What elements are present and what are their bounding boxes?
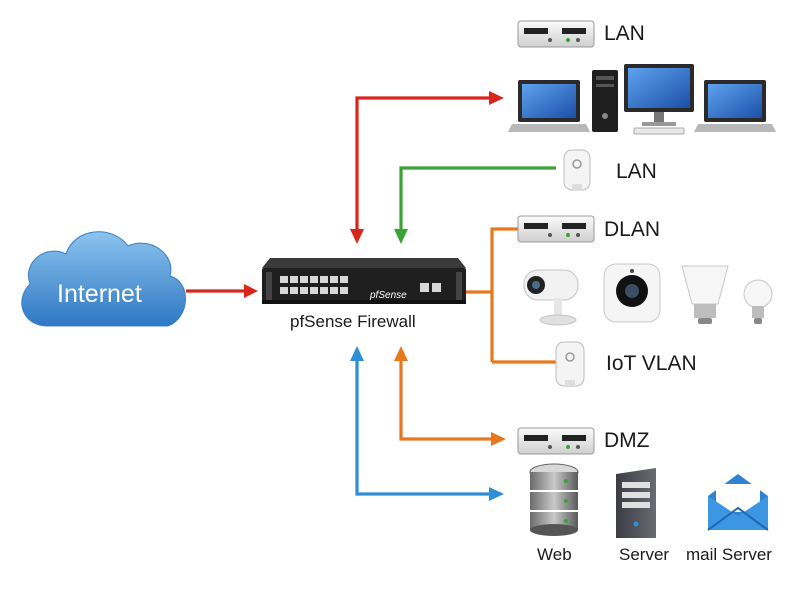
dmz-link-arrow-up bbox=[394, 346, 408, 361]
smart-bulb-icon bbox=[743, 279, 773, 324]
dmz-label: DMZ bbox=[604, 429, 650, 452]
dlan-label: DLAN bbox=[604, 218, 661, 241]
dmz-servers-link-arrow-up bbox=[350, 346, 364, 361]
lan-link-arrow-right bbox=[489, 91, 504, 105]
smart-bulb-icon bbox=[681, 265, 729, 324]
desktop-computer-icon bbox=[624, 64, 694, 135]
security-camera-icon bbox=[523, 269, 579, 326]
firewall-label: pfSense Firewall bbox=[290, 312, 416, 331]
wireless-access-point-icon bbox=[555, 341, 585, 387]
smart-camera-icon bbox=[603, 263, 661, 323]
wireless-access-point-icon bbox=[563, 149, 591, 191]
server-label: Server bbox=[619, 545, 670, 564]
dmz-link bbox=[399, 360, 492, 441]
dlan-branch bbox=[490, 227, 518, 362]
laptop-icon bbox=[694, 80, 776, 132]
dmz-servers-link bbox=[355, 360, 490, 496]
connection-lines bbox=[186, 91, 556, 501]
web-server-label: Web bbox=[537, 545, 572, 564]
firewall-appliance-icon bbox=[262, 258, 466, 304]
dmz-link-arrow-right bbox=[491, 432, 506, 446]
tower-server-icon bbox=[616, 468, 656, 538]
lan-ap-label: LAN bbox=[616, 160, 657, 183]
lan-ap-link bbox=[399, 166, 556, 230]
mail-server-label: mail Server bbox=[686, 545, 772, 564]
network-switch-icon bbox=[517, 215, 595, 243]
cloud-icon bbox=[21, 231, 186, 327]
firewall-brand-label: pfSense bbox=[369, 290, 407, 301]
lan-link-arrow-down bbox=[350, 229, 364, 244]
lan-link bbox=[355, 96, 490, 230]
mail-icon bbox=[707, 474, 769, 531]
desktop-computer-icon bbox=[592, 70, 618, 132]
internet-link-arrow bbox=[244, 284, 258, 298]
network-switch-icon bbox=[517, 427, 595, 455]
dmz-servers-link-arrow-right bbox=[489, 487, 504, 501]
iot-vlan-label: IoT VLAN bbox=[606, 352, 697, 375]
network-switch-icon bbox=[517, 20, 595, 48]
lan-ap-link-arrow bbox=[394, 229, 408, 244]
laptop-icon bbox=[508, 80, 590, 132]
internet-label: Internet bbox=[57, 280, 142, 308]
lan-top-label: LAN bbox=[604, 22, 645, 45]
database-server-icon bbox=[529, 463, 579, 536]
